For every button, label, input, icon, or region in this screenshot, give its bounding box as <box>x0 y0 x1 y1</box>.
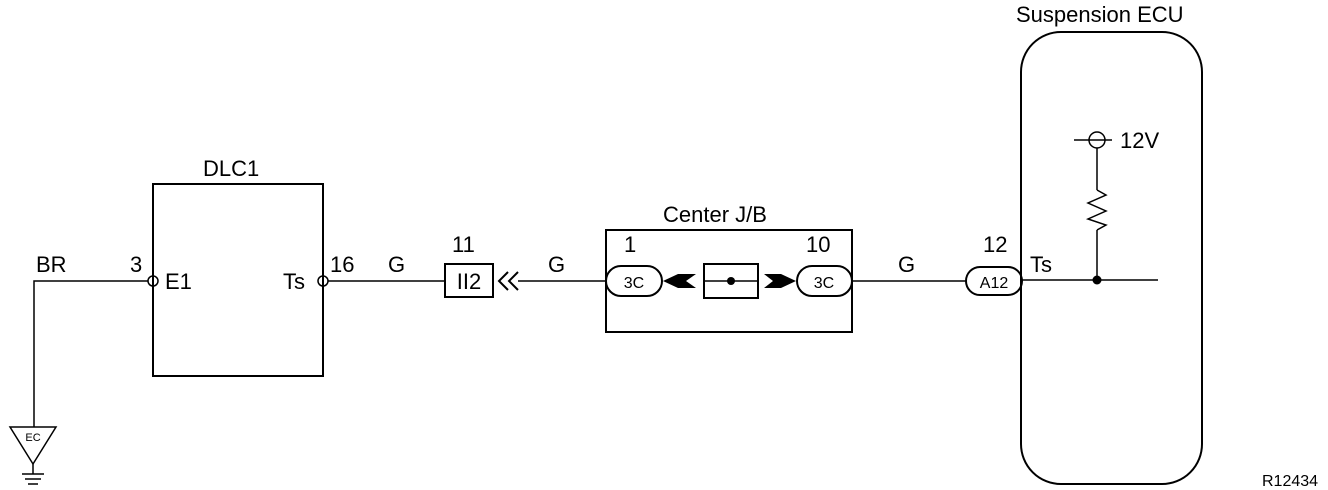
junction-block-title: Center J/B <box>663 202 767 227</box>
connector-ii2-pin: 11 <box>452 232 475 257</box>
junction-dot <box>1092 275 1102 285</box>
connector-3c-out-label: 3C <box>814 275 834 292</box>
dlc1-pin-ts-symbol <box>317 275 329 287</box>
wire-color-seg3: G <box>898 252 915 277</box>
wire-ground <box>33 280 148 427</box>
wire-color-seg1: G <box>388 252 405 277</box>
jb-left-chevron <box>663 274 696 288</box>
voltage-label: 12V <box>1120 128 1159 153</box>
ii2-chevron-1 <box>497 271 509 291</box>
ground-label: EC <box>25 432 40 444</box>
ii2-chevron-2 <box>507 271 519 291</box>
connector-3c-out-pin: 10 <box>806 232 830 257</box>
dlc1-pin-e1-label: E1 <box>165 269 192 294</box>
connector-3c-in-pin: 1 <box>624 232 636 257</box>
ground-triangle <box>8 426 58 466</box>
connector-3c-in-label: 3C <box>624 275 644 292</box>
suspension-ecu-box <box>1020 31 1203 485</box>
dlc1-pin-e1-number: 3 <box>130 252 142 277</box>
connector-3c-out <box>796 265 853 297</box>
dlc1-pin-ts-number: 16 <box>330 252 354 277</box>
wire-color-seg2: G <box>548 252 565 277</box>
dlc1-box <box>152 183 324 377</box>
pullup-resistor <box>1085 189 1108 231</box>
connector-ii2-label: II2 <box>457 269 481 294</box>
wire-color-ground: BR <box>36 252 67 277</box>
dlc1-pin-ts-label: Ts <box>283 269 305 294</box>
figure-code: R12434 <box>1262 473 1318 490</box>
connector-a12-pin: 12 <box>983 232 1007 257</box>
dlc1-title: DLC1 <box>203 156 259 181</box>
ecu-terminal-ts: Ts <box>1030 252 1052 277</box>
connector-a12-label: A12 <box>980 275 1009 292</box>
jb-internal-dot <box>727 277 735 285</box>
suspension-ecu-title: Suspension ECU <box>1016 2 1184 27</box>
jb-right-chevron <box>764 274 796 288</box>
